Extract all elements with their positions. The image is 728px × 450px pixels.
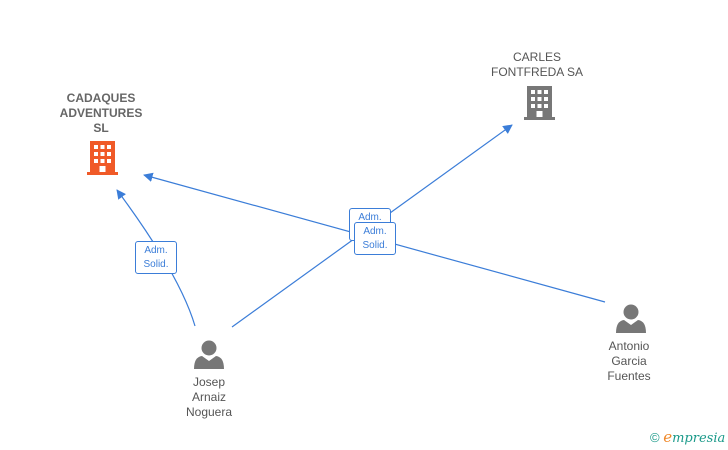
company-label-cadaques[interactable]: CADAQUES ADVENTURES SL bbox=[59, 91, 143, 135]
person-label-antonio[interactable]: Antonio Garcia Fuentes bbox=[607, 339, 651, 383]
copyright-symbol: © bbox=[650, 430, 660, 445]
person-icon[interactable] bbox=[194, 340, 224, 370]
footer-watermark: © empresia bbox=[650, 428, 725, 446]
edge-label-josep-cadaques: Adm. Solid. bbox=[135, 241, 177, 274]
brand-name: mpresia bbox=[672, 431, 726, 446]
edge-label-antonio-cadaques: Adm. Solid. bbox=[354, 222, 396, 255]
person-label-josep[interactable]: Josep Arnaiz Noguera bbox=[185, 375, 233, 419]
building-icon[interactable] bbox=[87, 141, 118, 175]
company-label-carles[interactable]: CARLES FONTFREDA SA bbox=[490, 50, 583, 79]
building-icon[interactable] bbox=[524, 86, 555, 120]
brand-logo-mark: e bbox=[663, 428, 673, 446]
person-icon[interactable] bbox=[616, 304, 646, 334]
